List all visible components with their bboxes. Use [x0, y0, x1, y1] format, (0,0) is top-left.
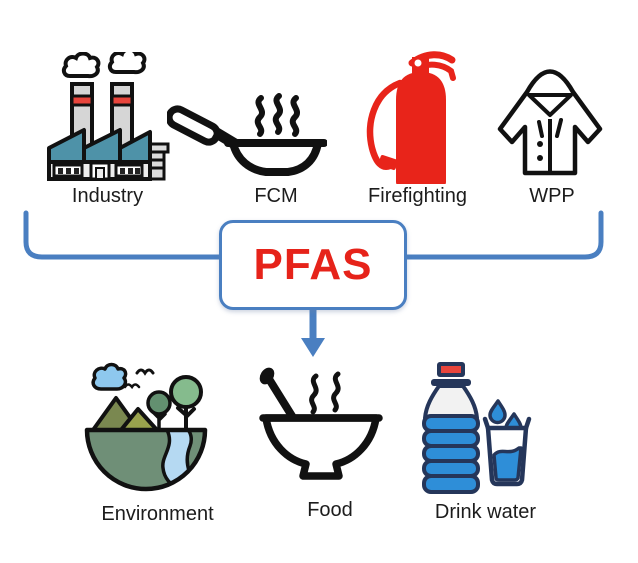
- receptor-environment-label: Environment: [101, 503, 214, 525]
- raincoat-icon: [497, 69, 603, 176]
- frying-pan-icon: [167, 93, 327, 176]
- water-bottle-icon: [422, 362, 532, 494]
- environment-globe-icon: [84, 362, 207, 492]
- pfas-box: PFAS: [219, 220, 407, 310]
- source-firefighting-label: Firefighting: [368, 185, 467, 207]
- fire-extinguisher-icon: [366, 51, 456, 184]
- food-bowl-icon: [259, 367, 383, 480]
- source-fcm: FCM: [167, 52, 327, 208]
- source-fcm-label: FCM: [254, 185, 298, 207]
- receptor-drink-water: Drink water: [418, 356, 553, 524]
- source-wpp: WPP: [487, 45, 617, 208]
- receptor-food-label: Food: [307, 499, 353, 521]
- pfas-down-arrow-icon: [301, 310, 325, 357]
- bracket-left-line: [23, 210, 223, 260]
- pfas-label: PFAS: [253, 240, 373, 289]
- bracket-right-line: [403, 210, 604, 260]
- source-wpp-label: WPP: [529, 185, 575, 207]
- receptor-environment: Environment: [60, 362, 255, 526]
- source-industry-label: Industry: [71, 185, 144, 207]
- receptor-drink-water-label: Drink water: [434, 501, 537, 523]
- source-firefighting: Firefighting: [350, 45, 485, 208]
- factory-icon: [46, 52, 169, 181]
- source-industry: Industry: [35, 52, 180, 208]
- receptor-food: Food: [250, 362, 410, 522]
